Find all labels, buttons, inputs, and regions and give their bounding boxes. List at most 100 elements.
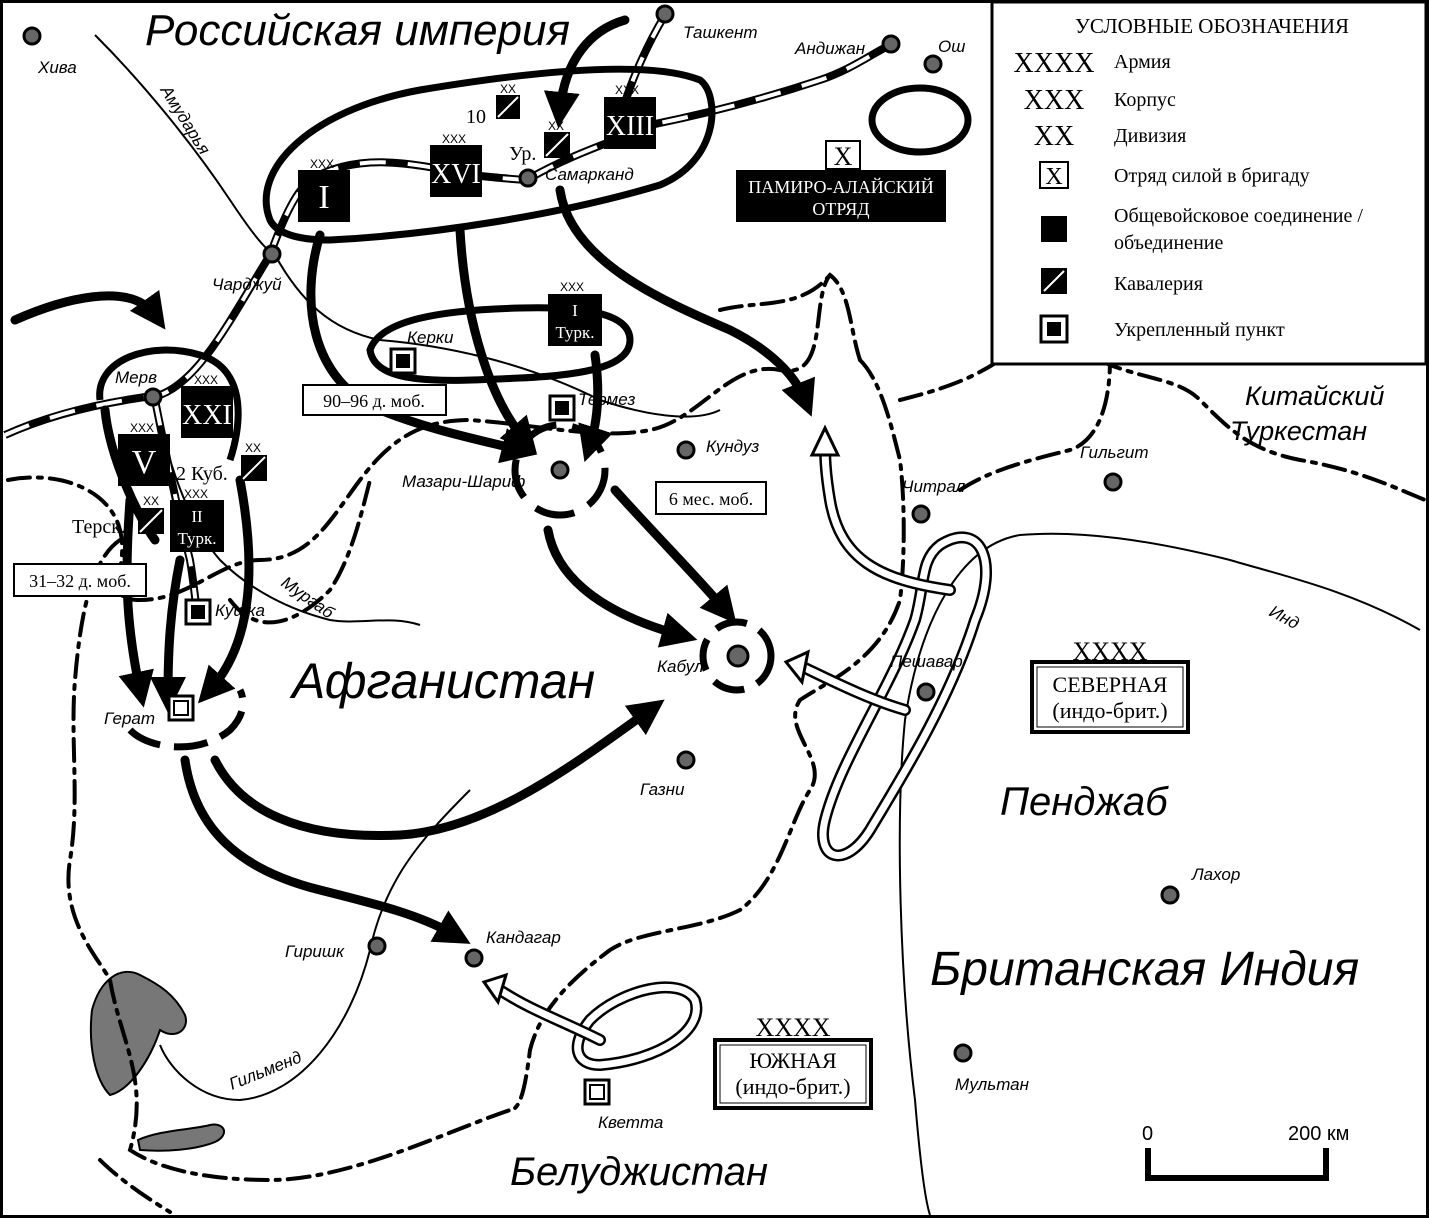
svg-text:XIII: XIII (606, 111, 654, 142)
arrow-iiturk-herat (150, 555, 187, 713)
arrow-xvi-mazari (455, 225, 537, 454)
svg-text:Кабул: Кабул (657, 657, 704, 676)
region-afghanistan: Афганистан (289, 653, 595, 709)
border-afghanistan-india (508, 358, 906, 1112)
svg-text:Самарканд: Самарканд (545, 165, 634, 184)
svg-text:СЕВЕРНАЯ: СЕВЕРНАЯ (1053, 672, 1168, 697)
svg-text:X: X (834, 142, 853, 171)
unit-corps-ii-turk: XXX II Турк. (170, 487, 224, 552)
city-tashkent: Ташкент (655, 4, 758, 42)
svg-text:Андижан: Андижан (794, 39, 866, 58)
unit-div-tersk: XX Терск. (72, 494, 164, 538)
svg-text:I: I (572, 301, 578, 320)
svg-text:(индо-брит.): (индо-брит.) (735, 1074, 850, 1099)
svg-text:XXX: XXX (184, 487, 208, 501)
city-samarkand: Самарканд (518, 165, 634, 188)
svg-text:Ош: Ош (938, 37, 965, 56)
arrow-2kub-herat (197, 475, 254, 704)
fortified-point-icon (1039, 314, 1069, 344)
svg-text:Гиришк: Гиришк (285, 942, 345, 961)
svg-text:XXXX: XXXX (755, 1013, 830, 1042)
svg-text:XXX: XXX (560, 280, 584, 294)
svg-text:ЮЖНАЯ: ЮЖНАЯ (749, 1048, 837, 1073)
city-peshawar: Пешавар (890, 652, 963, 702)
legend-division-symbol: XX (1034, 121, 1074, 152)
legend-title: УСЛОВНЫЕ ОБОЗНАЧЕНИЯ (1075, 14, 1349, 38)
legend: УСЛОВНЫЕ ОБОЗНАЧЕНИЯ XXXX Армия XXX Корп… (990, 0, 1428, 366)
region-punjab: Пенджаб (1000, 780, 1169, 824)
svg-text:ПАМИРО-АЛАЙСКИЙ: ПАМИРО-АЛАЙСКИЙ (748, 177, 933, 197)
svg-text:I: I (318, 179, 329, 216)
defence-ring-herat (127, 688, 247, 751)
border-baluchistan (98, 1158, 172, 1214)
svg-text:(индо-брит.): (индо-брит.) (1052, 698, 1167, 723)
city-khiva: Хива (22, 26, 77, 77)
unit-corps-xiii: XXX XIII (604, 83, 656, 149)
city-merv: Мерв (115, 368, 163, 407)
arrow-mazari-kabul-1 (543, 525, 698, 648)
unit-corps-i-turk: XXX I Турк. (548, 280, 602, 346)
svg-text:V: V (132, 444, 157, 481)
svg-text:XX: XX (500, 82, 516, 96)
defence-ring-kabul (699, 618, 775, 694)
godizireh-lake (136, 1123, 225, 1152)
svg-text:XX: XX (548, 119, 564, 133)
svg-text:31–32 д. моб.: 31–32 д. моб. (29, 571, 131, 591)
svg-text:XX: XX (143, 494, 159, 508)
svg-text:XXX: XXX (615, 83, 639, 97)
svg-text:10: 10 (466, 106, 486, 128)
border-persia (228, 478, 372, 625)
arrow-samarkand-pamir (555, 185, 816, 417)
svg-text:Мазари-Шариф: Мазари-Шариф (402, 472, 525, 491)
svg-text:XXI: XXI (182, 400, 232, 431)
legend-army-label: Армия (1114, 51, 1171, 73)
svg-text:90–96 д. моб.: 90–96 д. моб. (323, 391, 425, 411)
city-girishk: Гиришк (285, 936, 387, 961)
unit-div-2kub: XX 2 Куб. (176, 441, 267, 485)
svg-text:ОТРЯД: ОТРЯД (812, 199, 869, 219)
british-arrowhead-kandahar (481, 972, 509, 1006)
svg-text:Мерв: Мерв (115, 368, 157, 387)
ring-samarkand-group (262, 65, 716, 244)
legend-corps-symbol: XXX (1024, 85, 1085, 116)
legend-army-symbol: XXXX (1014, 48, 1095, 79)
svg-text:Пешавар: Пешавар (890, 652, 963, 671)
defence-ring-mazari (511, 421, 609, 519)
note-90-96: 90–96 д. моб. (302, 384, 447, 416)
fort-kushka: Кушка (184, 598, 265, 626)
svg-text:Термез: Термез (578, 390, 635, 409)
arrow-mazari-kabul-2 (610, 485, 737, 624)
legend-formation-label: Общевойсковое соединение / (1114, 205, 1363, 227)
svg-text:Кундуз: Кундуз (706, 437, 759, 456)
svg-text:XX: XX (245, 441, 261, 455)
arrow-tashkent-samarkand (543, 15, 630, 128)
svg-text:Турк.: Турк. (177, 529, 216, 548)
cavalry-square-icon (1041, 268, 1067, 294)
legend-division-label: Дивизия (1114, 125, 1186, 147)
svg-text:II: II (191, 507, 203, 526)
svg-text:Гильгит: Гильгит (1080, 443, 1148, 462)
svg-text:Кветта: Кветта (598, 1113, 663, 1132)
filled-square-icon (1041, 216, 1067, 242)
city-kandahar: Кандагар (464, 928, 561, 968)
region-baluchistan: Белуджистан (510, 1150, 768, 1194)
arrow-herat-kabul (210, 699, 665, 841)
fort-quetta: Кветта (583, 1078, 663, 1132)
svg-text:Кандагар: Кандагар (486, 928, 561, 947)
city-chitral: Читрал (902, 477, 966, 524)
ring-merv-group (96, 346, 242, 462)
legend-formation-label: объединение (1114, 232, 1223, 254)
city-gilgit: Гильгит (1080, 443, 1148, 492)
scale-bar-start: 0 (1142, 1123, 1153, 1145)
city-mazari-sharif: Мазари-Шариф (402, 460, 570, 491)
svg-text:Читрал: Читрал (902, 477, 966, 496)
svg-text:Чарджуй: Чарджуй (212, 275, 282, 294)
city-chardzhuy: Чарджуй (212, 244, 282, 294)
arrow-west-merv (10, 289, 166, 330)
gilmend-river (159, 789, 471, 1102)
svg-text:Турк.: Турк. (555, 323, 594, 342)
unit-pamir-detachment: X ПАМИРО-АЛАЙСКИЙ ОТРЯД (736, 140, 946, 222)
city-multan: Мультан (953, 1043, 1030, 1094)
city-osh: Ош (923, 37, 965, 74)
